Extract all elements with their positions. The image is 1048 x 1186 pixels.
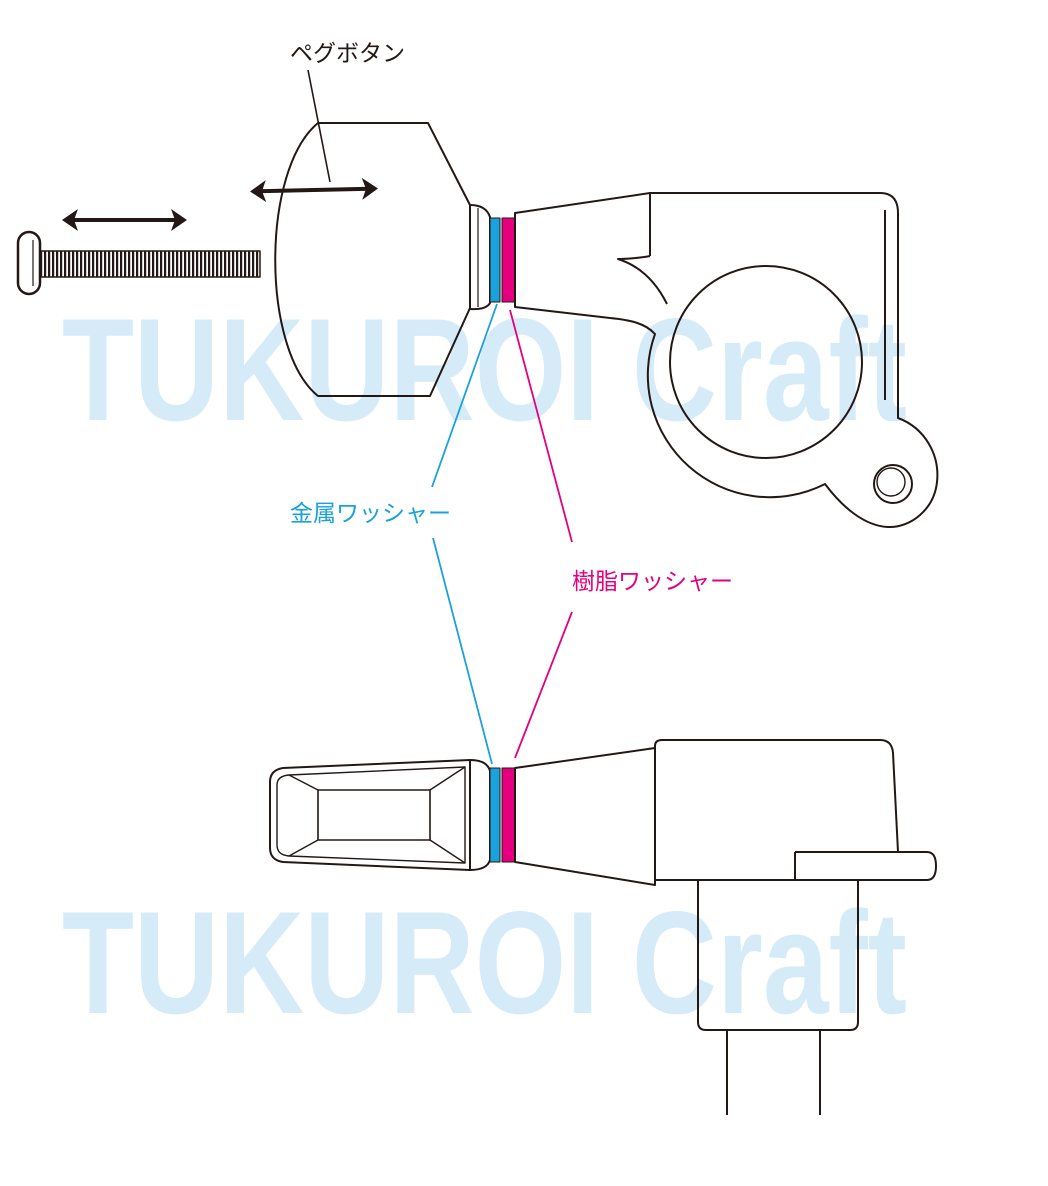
peg-button-top-bevels	[288, 766, 466, 864]
resin-washer-side	[501, 217, 516, 303]
screw-head	[16, 230, 42, 296]
peg-button-side	[274, 122, 471, 397]
peg-button-neck-top	[469, 759, 491, 871]
ear-hole-inner	[876, 467, 906, 497]
arrow-head-right	[361, 177, 378, 200]
housing-top-outline	[654, 739, 937, 881]
resin-washer-label: 樹脂ワッシャー	[572, 569, 733, 595]
metal-washer-label: 金属ワッシャー	[290, 501, 451, 527]
resin-washer-top	[501, 767, 516, 863]
peg-button-direction-arrow	[250, 177, 378, 203]
arrow-head-left	[62, 209, 78, 231]
resin-washer-leaders	[509, 309, 573, 759]
watermark-bottom: TUKUROI Craft	[62, 881, 907, 1044]
top-view	[269, 739, 937, 1115]
shaft-top	[514, 747, 656, 886]
peg-button-label: ペグボタン	[290, 41, 405, 67]
peg-button-top-inner-outline	[276, 766, 466, 864]
metal-washer-top	[489, 767, 501, 863]
bushing	[697, 880, 859, 1031]
screw	[16, 230, 261, 296]
peg-button-leader	[307, 69, 331, 183]
peg-button-top-face	[317, 789, 431, 841]
housing-side-outline	[514, 192, 939, 529]
housing-cheek-line	[617, 255, 668, 305]
screw-shaft	[39, 250, 261, 278]
screw-direction-arrow	[62, 209, 187, 231]
metal-washer-leaders	[431, 303, 498, 765]
post-ring-inner	[669, 265, 863, 459]
peg-button-top-outer	[269, 759, 471, 871]
watermark-top: TUKUROI Craft	[62, 288, 907, 451]
arrow-head-left	[250, 180, 267, 203]
arrow-head-right	[171, 209, 187, 231]
ear-hole-outer	[873, 464, 913, 504]
side-view	[16, 122, 939, 529]
metal-washer-side	[489, 217, 501, 303]
